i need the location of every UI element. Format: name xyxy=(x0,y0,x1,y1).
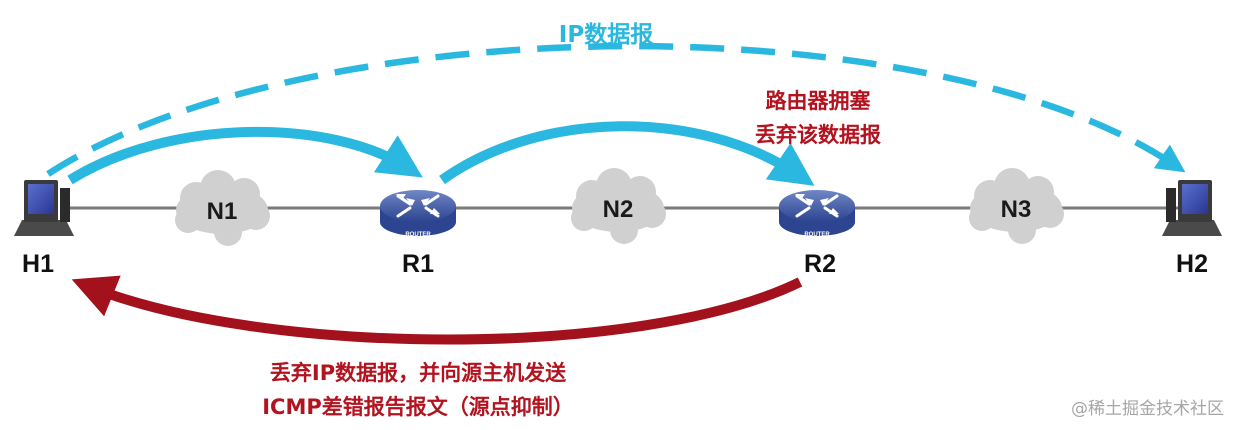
r1-to-r2-arrow xyxy=(439,121,815,186)
h1-to-r1-arrow xyxy=(67,126,423,185)
router-label-r1: R1 xyxy=(402,250,434,278)
router-icon-r2: ROUTER xyxy=(779,190,855,238)
congestion-label-line1: 路由器拥塞 xyxy=(766,89,872,113)
network-label-n1: N1 xyxy=(207,198,238,225)
watermark: @稀土掘金技术社区 xyxy=(1071,399,1224,419)
cloud-icon-n3 xyxy=(969,168,1064,244)
computer-icon-h2 xyxy=(1162,180,1222,236)
network-label-n3: N3 xyxy=(1001,196,1032,223)
host-label-h1: H1 xyxy=(22,250,54,278)
router-icon-r1: ROUTER xyxy=(380,190,456,238)
router-badge-r2: ROUTER xyxy=(804,232,830,238)
icmp-return-arrow xyxy=(71,275,803,345)
datagram-path-arrow xyxy=(46,43,1186,177)
cloud-icon-n2 xyxy=(571,168,666,244)
icmp-label-line1: 丢弃IP数据报，并向源主机发送 xyxy=(270,361,567,385)
datagram-label: IP数据报 xyxy=(559,22,653,48)
congestion-label-line2: 丢弃该数据报 xyxy=(755,123,881,147)
cloud-icon-n1 xyxy=(175,170,270,246)
computer-icon-h1 xyxy=(14,180,74,236)
router-label-r2: R2 xyxy=(804,250,836,278)
router-badge-r1: ROUTER xyxy=(405,232,431,238)
host-label-h2: H2 xyxy=(1176,250,1208,278)
network-label-n2: N2 xyxy=(603,196,634,223)
icmp-label-line2: ICMP差错报告报文（源点抑制） xyxy=(262,395,574,419)
